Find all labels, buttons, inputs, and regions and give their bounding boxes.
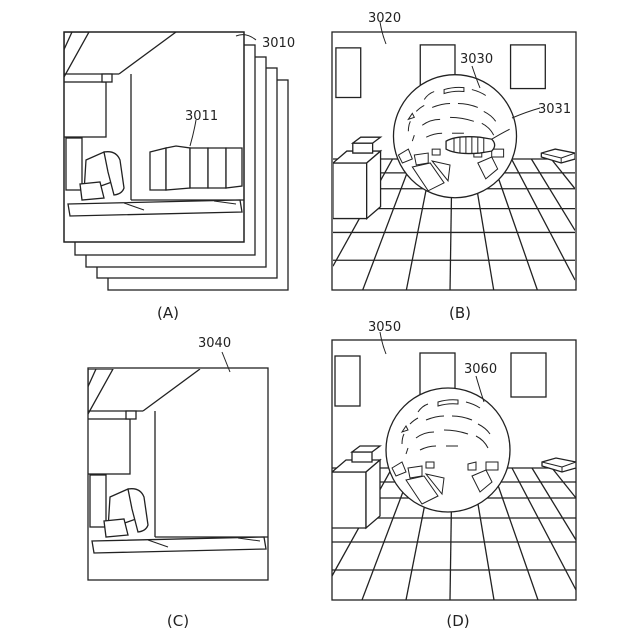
caption-b: (B) xyxy=(449,304,471,322)
caption-c: (C) xyxy=(167,612,189,630)
panel-d: 3050 3060 (D) xyxy=(332,320,576,630)
ref-3060: 3060 xyxy=(464,362,497,377)
bench-object xyxy=(150,146,242,190)
ref-3020: 3020 xyxy=(368,11,401,26)
ref-3010: 3010 xyxy=(262,36,295,51)
ref-3040: 3040 xyxy=(198,336,231,351)
ref-3011: 3011 xyxy=(185,109,218,124)
ref-3030: 3030 xyxy=(460,52,493,67)
ref-3050: 3050 xyxy=(368,320,401,335)
panel-b: 3020 3030 3031 (B) xyxy=(332,11,576,322)
panel-c: 3040 (C) xyxy=(86,336,268,630)
sphere-3030 xyxy=(393,75,516,198)
caption-a: (A) xyxy=(157,304,179,322)
panel-a: 3010 3011 (A) xyxy=(62,32,295,322)
sphere-3060 xyxy=(386,388,510,512)
ref-3031: 3031 xyxy=(538,102,571,117)
caption-d: (D) xyxy=(446,612,469,630)
